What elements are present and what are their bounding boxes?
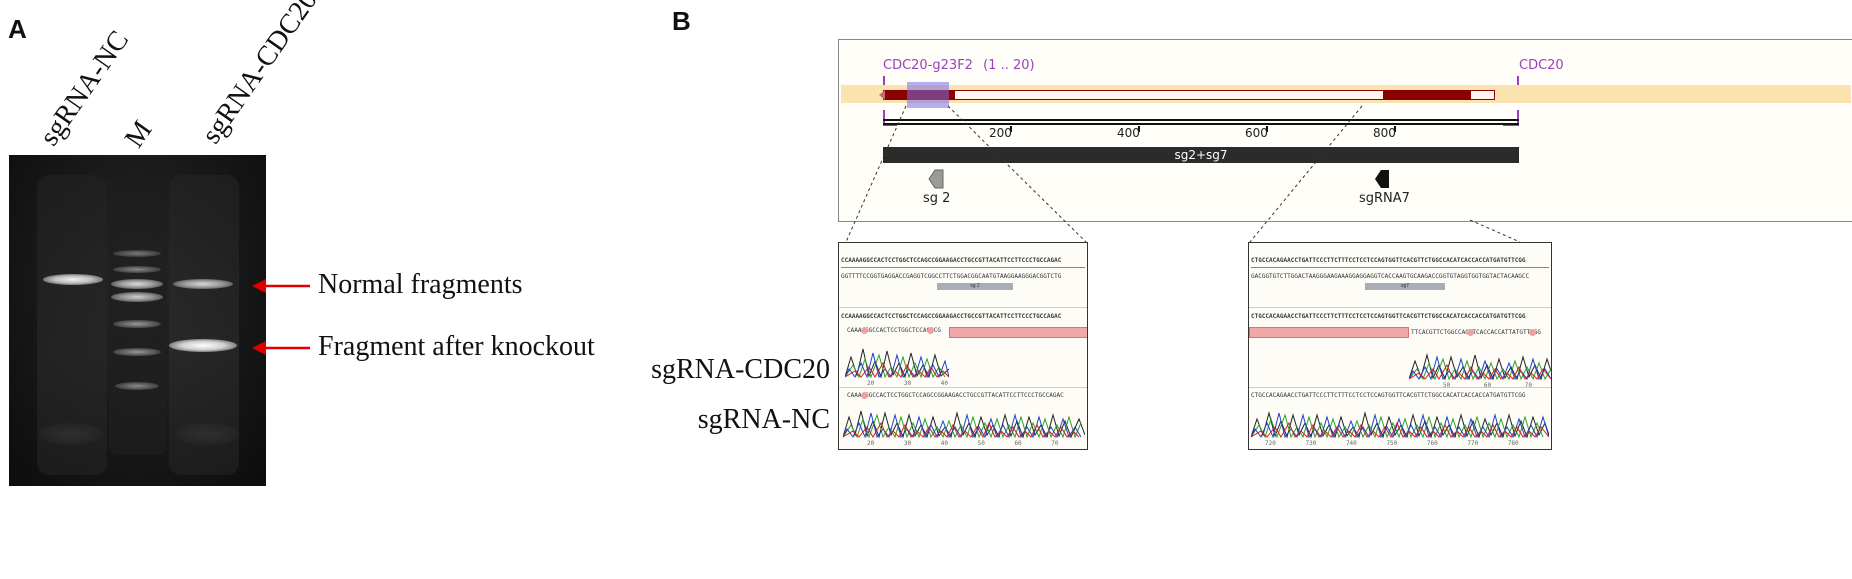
- ref-sequence: CCAAAAGGCCACTCCTGGCTCCAGCCGGAAGACCTGCCGT…: [841, 257, 1062, 264]
- axis-tick: 730: [1305, 440, 1317, 447]
- guide-sgrna7-icon: [1375, 170, 1389, 188]
- guide-sg2-label: sg 2: [923, 191, 951, 206]
- axis-tick: 70: [1051, 440, 1059, 447]
- guide-sgrna7-label: sgRNA7: [1359, 191, 1410, 206]
- marker-band: [113, 320, 161, 328]
- feature-right-label: CDC20: [1519, 58, 1564, 73]
- axis-tick: 50: [977, 440, 985, 447]
- zoom-connectors: [845, 105, 1521, 243]
- ref-sequence-ko: CTGCCACAGAACCTGATTCCCTTCTTTCCTCCTCCAGTGG…: [1251, 313, 1526, 320]
- axis-tick: 780: [1507, 440, 1519, 447]
- nc-sequence: CAAAAGGCCACTCCTGGCTCCAGCCGGAAGACCTGCCGTT…: [847, 392, 1064, 399]
- normal-fragments-label: Normal fragments: [318, 269, 523, 300]
- guide-bar-label: sg 2: [970, 283, 980, 289]
- row-label-sgrna-cdc20: sgRNA-CDC20: [651, 354, 830, 385]
- arrow-normal-icon: [252, 279, 310, 293]
- knockout-fragment-label: Fragment after knockout: [318, 331, 595, 362]
- axis-tick: 40: [940, 440, 948, 447]
- axis-tick: 760: [1426, 440, 1438, 447]
- amplicon-bar-label: sg2+sg7: [1174, 148, 1228, 162]
- band-cdc20-normal: [173, 279, 233, 289]
- guide-sg2-icon: [928, 169, 944, 189]
- axis-tick: 770: [1467, 440, 1479, 447]
- axis-tick: 40: [940, 380, 948, 387]
- chromatogram-nc-right: [1251, 411, 1549, 439]
- complement-sequence: GACGGTGTCTTGGACTAAGGGAAGAAAGGAGGAGGTCACC…: [1251, 273, 1530, 280]
- zoom-panel-sg7: CTGCCACAGAACCTGATTCCCTTCTTTCCTCCTCCAGTGG…: [1248, 242, 1552, 450]
- marker-band: [113, 250, 161, 257]
- axis-tick: 30: [903, 440, 912, 447]
- lane-label-sgrna-cdc20: sgRNA-CDC20: [195, 0, 324, 150]
- row-label-sgrna-nc: sgRNA-NC: [697, 404, 830, 435]
- tick-label: 800: [1373, 126, 1396, 140]
- axis-tick: 60: [1014, 440, 1022, 447]
- marker-band: [111, 279, 163, 289]
- axis-tick: 30: [903, 380, 912, 387]
- axis-tick: 50: [1443, 382, 1451, 389]
- axis-tick: 750: [1386, 440, 1398, 447]
- guide-bar-label: sg7: [1400, 283, 1410, 289]
- tick-label: 400: [1117, 126, 1140, 140]
- axis-tick: 70: [1524, 382, 1532, 389]
- feature-range-label: (1 .. 20): [983, 58, 1035, 73]
- band-nc-normal: [43, 274, 103, 285]
- marker-band: [113, 266, 161, 273]
- arrow-knockout-icon: [252, 341, 310, 355]
- chromatogram-nc-left: [843, 410, 1085, 439]
- lane-label-marker: M: [118, 115, 159, 154]
- gel-image: [9, 155, 266, 486]
- chromatogram-ko-right: [1409, 353, 1551, 381]
- deletion-bar: [1249, 327, 1409, 338]
- axis-tick: 60: [1483, 382, 1492, 389]
- ref-sequence-ko: CCAAAAGGCCACTCCTGGCTCCAGCCGGAAGACCTGCCGT…: [841, 313, 1062, 320]
- tick-label: 200: [989, 126, 1012, 140]
- zoom-selection: [907, 82, 949, 108]
- ko-sequence: CAAAAGGCCACTCCTGGCTCCAGCCG: [847, 327, 941, 334]
- axis-tick: 740: [1345, 440, 1357, 447]
- axis-tick: 20: [867, 380, 875, 387]
- panel-a-label: A: [8, 14, 27, 44]
- axis-tick: 720: [1265, 440, 1276, 447]
- gene-map: CDC20-g23F2 (1 .. 20) CDC20 200 400 600 …: [838, 39, 1852, 222]
- nc-sequence: CTGCCACAGAACCTGATTCCCTTCTTTCCTCCTCCAGTGG…: [1251, 392, 1526, 399]
- chromatogram-ko: [845, 348, 949, 379]
- marker-band: [115, 382, 159, 390]
- guide-bar: sg 2: [937, 283, 1013, 290]
- guide-bar: sg7: [1365, 283, 1445, 290]
- band-cdc20-knockout: [169, 339, 237, 352]
- ko-sequence: TTCACGTTCTGGCCACATCACCACCATTATGTTCGG: [1411, 329, 1542, 336]
- marker-band: [113, 348, 161, 356]
- zoom-panel-sg2: CCAAAAGGCCACTCCTGGCTCCAGCCGGAAGACCTGCCGT…: [838, 242, 1088, 450]
- tick-label: 600: [1245, 126, 1268, 140]
- axis-tick: 20: [867, 440, 875, 447]
- feature-left-label: CDC20-g23F2: [883, 58, 973, 73]
- amplicon-bar: sg2+sg7: [883, 147, 1519, 163]
- complement-sequence: GGTTTTCCGGTGAGGACCGAGGTCGGCCTTCTGGACGGCA…: [841, 273, 1062, 280]
- ref-sequence: CTGCCACAGAACCTGATTCCCTTCTTTCCTCCTCCAGTGG…: [1251, 257, 1526, 264]
- deletion-bar: [949, 327, 1087, 338]
- marker-band: [111, 292, 163, 302]
- panel-b-label: B: [672, 6, 691, 36]
